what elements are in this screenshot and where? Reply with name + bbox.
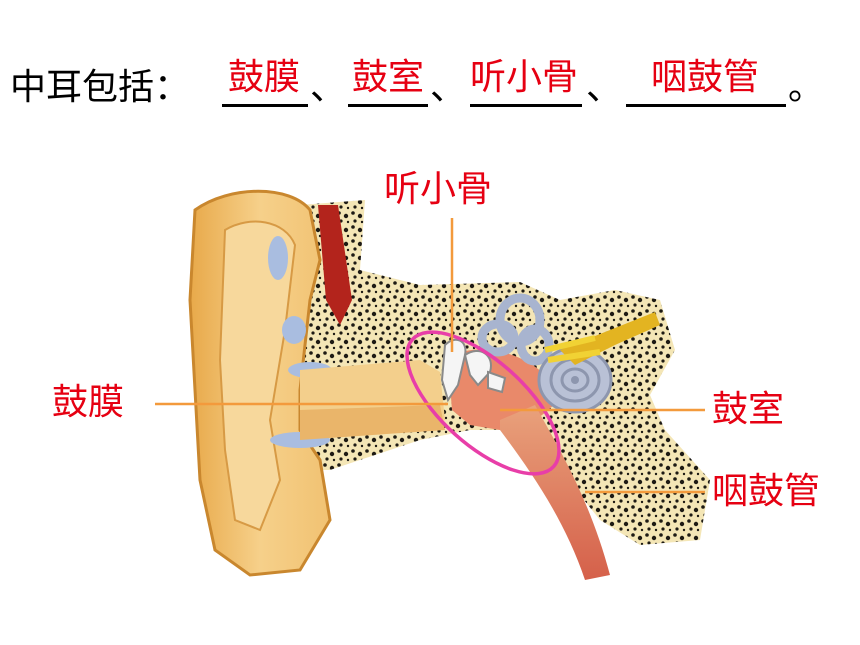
sentence-prefix: 中耳包括： <box>10 67 191 108</box>
ear-canal-floor <box>300 405 445 440</box>
ossicle-malleus <box>440 338 467 403</box>
blank-2-underline <box>348 104 428 107</box>
middle-ear-highlight <box>405 330 561 476</box>
blood-vessel <box>318 205 352 325</box>
blank-3-underline <box>470 104 582 107</box>
ossicle-incus <box>463 350 492 387</box>
cartilage-1 <box>268 236 288 280</box>
auricle-inner-fold <box>218 220 297 532</box>
answer-ossicles: 听小骨 <box>469 57 578 98</box>
separator-1: 、 <box>310 67 347 108</box>
label-tympanic-cavity: 鼓室 <box>712 389 785 430</box>
answer-eardrum: 鼓膜 <box>227 57 300 98</box>
auditory-nerve-branches <box>544 335 601 363</box>
separator-2: 、 <box>430 67 467 108</box>
ossicle-stapes <box>487 370 507 394</box>
label-eustachian-tube: 咽鼓管 <box>712 471 821 512</box>
blank-1-underline <box>222 104 308 107</box>
sentence-end: 。 <box>788 67 825 108</box>
semicircular-canals <box>477 293 554 366</box>
blank-4-underline <box>626 104 786 107</box>
eustachian-tube <box>500 405 610 580</box>
label-eardrum: 鼓膜 <box>52 382 125 423</box>
answer-eustachian-tube: 咽鼓管 <box>650 57 759 98</box>
cartilage-2 <box>282 316 306 344</box>
answer-tympanic-cavity: 鼓室 <box>351 57 424 98</box>
label-ossicles: 听小骨 <box>384 169 493 210</box>
fill-in-sentence: 中耳包括： 鼓膜 、 鼓室 、 听小骨 、 咽鼓管 。 <box>10 58 850 108</box>
separator-3: 、 <box>586 67 623 108</box>
